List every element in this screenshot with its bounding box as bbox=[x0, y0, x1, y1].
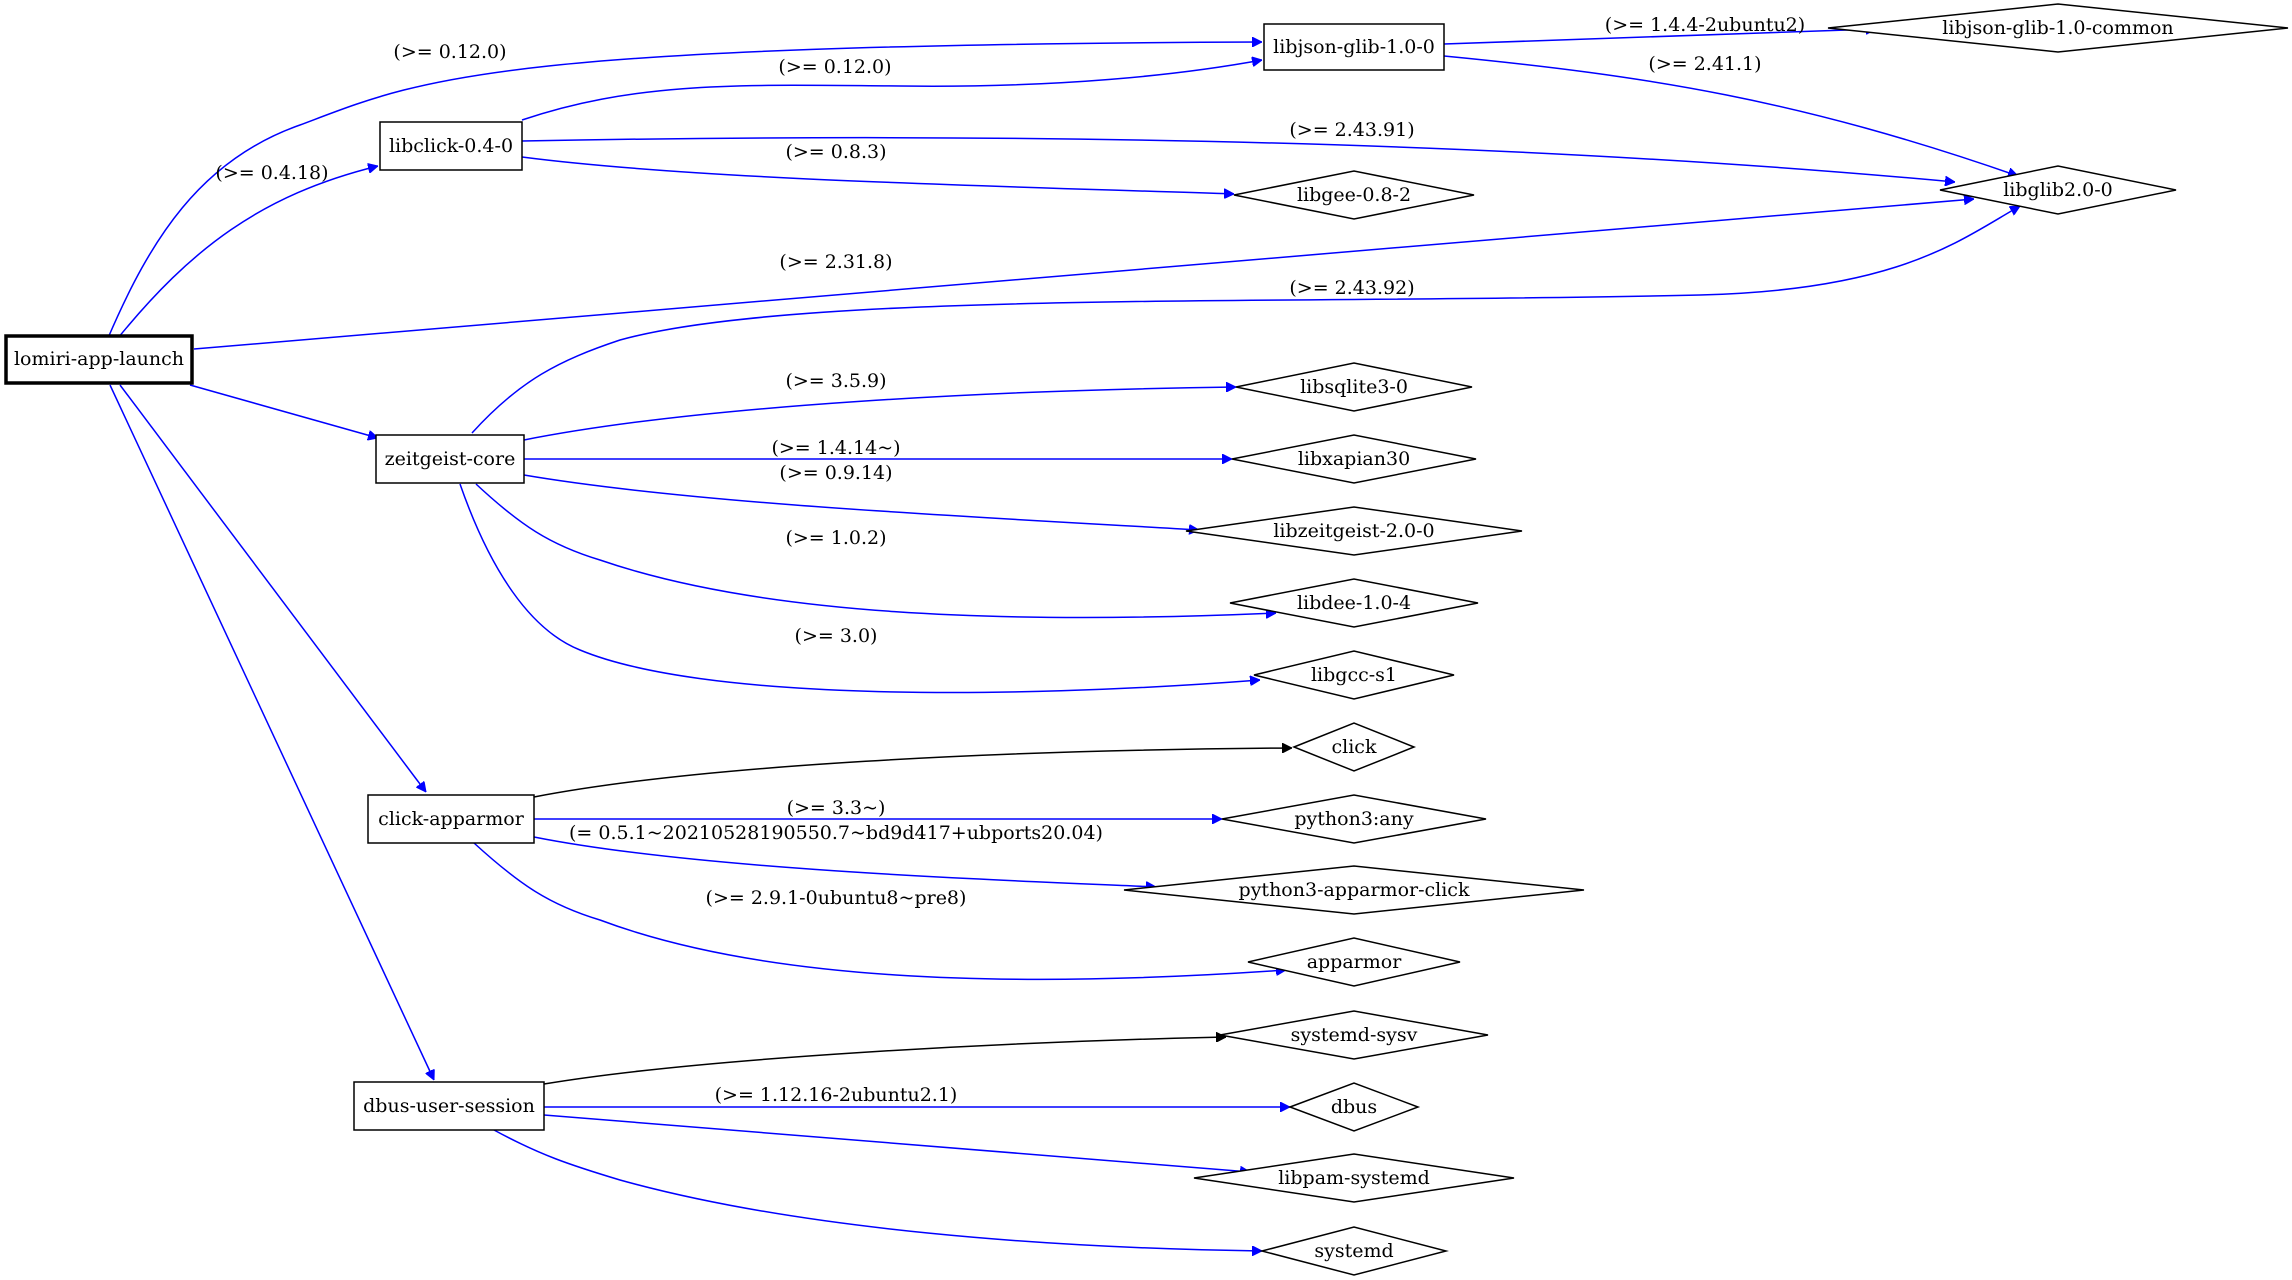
edge-label: (>= 0.12.0) bbox=[778, 56, 891, 78]
edge-label: (>= 2.41.1) bbox=[1648, 53, 1761, 75]
node-lomiri-app-launch[interactable]: lomiri-app-launch bbox=[4, 334, 194, 385]
edge-zeit-xapian: (>= 1.4.14~) bbox=[524, 437, 1232, 459]
node-click[interactable]: click bbox=[1291, 722, 1417, 772]
node-libsqlite3-0[interactable]: libsqlite3-0 bbox=[1235, 362, 1473, 412]
edge-label: (>= 0.4.18) bbox=[215, 162, 328, 184]
edge-label: (>= 1.0.2) bbox=[785, 527, 886, 549]
edge-root-zeitgeist bbox=[189, 384, 378, 438]
node-label: lomiri-app-launch bbox=[14, 348, 184, 370]
edge-zeit-dee: (>= 1.0.2) bbox=[475, 483, 1276, 618]
node-libglib2-0-0[interactable]: libglib2.0-0 bbox=[1939, 165, 2177, 215]
node-libpam-systemd[interactable]: libpam-systemd bbox=[1193, 1153, 1515, 1203]
node-label: systemd bbox=[1314, 1240, 1393, 1262]
node-python3-any[interactable]: python3:any bbox=[1221, 794, 1487, 844]
edge-root-jsonglib: (>= 0.12.0) bbox=[107, 41, 1262, 339]
edge-label: (>= 3.5.9) bbox=[785, 370, 886, 392]
node-label: click bbox=[1332, 736, 1377, 758]
node-label: dbus bbox=[1331, 1096, 1377, 1118]
edge-jsonglib-glib: (>= 2.41.1) bbox=[1443, 53, 2018, 176]
edge-label: (>= 2.43.91) bbox=[1289, 119, 1414, 141]
edge-label: (= 0.5.1~20210528190550.7~bd9d417+ubport… bbox=[569, 822, 1103, 844]
node-label: python3:any bbox=[1294, 808, 1413, 830]
node-python3-apparmor-click[interactable]: python3-apparmor-click bbox=[1123, 865, 1585, 915]
node-label: dbus-user-session bbox=[363, 1095, 535, 1117]
node-label: libgcc-s1 bbox=[1311, 664, 1397, 686]
edge-libclick-glib: (>= 2.43.91) bbox=[521, 119, 1955, 182]
node-label: libsqlite3-0 bbox=[1300, 376, 1408, 398]
edge-ca-apparmor: (>= 2.9.1-0ubuntu8~pre8) bbox=[473, 842, 1286, 981]
node-label: libdee-1.0-4 bbox=[1297, 592, 1411, 614]
edge-label: (>= 0.9.14) bbox=[779, 462, 892, 484]
edge-root-dbususer bbox=[109, 384, 434, 1080]
edge-label: (>= 2.43.92) bbox=[1289, 277, 1414, 299]
edge-label: (>= 0.12.0) bbox=[393, 41, 506, 63]
node-label: libclick-0.4-0 bbox=[389, 135, 513, 157]
node-dbus-user-session[interactable]: dbus-user-session bbox=[353, 1081, 545, 1131]
edge-libclick-gee: (>= 0.8.3) bbox=[521, 141, 1234, 194]
node-libxapian30[interactable]: libxapian30 bbox=[1231, 434, 1477, 484]
edge-ca-py3: (>= 3.3~) bbox=[534, 797, 1222, 819]
node-libclick-0-4-0[interactable]: libclick-0.4-0 bbox=[379, 121, 523, 171]
edge-dbu-dbus: (>= 1.12.16-2ubuntu2.1) bbox=[544, 1084, 1290, 1107]
edge-root-glib: (>= 2.31.8) bbox=[193, 199, 1974, 350]
node-label: libpam-systemd bbox=[1278, 1167, 1430, 1189]
edge-zeit-glib: (>= 2.43.92) bbox=[471, 205, 2020, 434]
edge-root-libclick: (>= 0.4.18) bbox=[117, 162, 378, 339]
node-libgcc-s1[interactable]: libgcc-s1 bbox=[1253, 650, 1455, 700]
node-dbus[interactable]: dbus bbox=[1287, 1082, 1421, 1132]
edge-label: (>= 0.8.3) bbox=[785, 141, 886, 163]
edge-ca-click bbox=[533, 748, 1292, 798]
edge-label: (>= 1.4.4-2ubuntu2) bbox=[1605, 14, 1805, 36]
node-apparmor[interactable]: apparmor bbox=[1247, 937, 1461, 987]
edge-label: (>= 2.31.8) bbox=[779, 251, 892, 273]
edge-zeit-gcc: (>= 3.0) bbox=[459, 483, 1260, 694]
node-label: libgee-0.8-2 bbox=[1297, 184, 1411, 206]
edge-zeit-libzeit: (>= 0.9.14) bbox=[523, 462, 1199, 530]
node-label: apparmor bbox=[1307, 951, 1403, 973]
edge-ca-pyapp: (= 0.5.1~20210528190550.7~bd9d417+ubport… bbox=[533, 822, 1156, 887]
edge-label: (>= 3.3~) bbox=[787, 797, 886, 819]
node-label: click-apparmor bbox=[378, 808, 525, 830]
node-label: libzeitgeist-2.0-0 bbox=[1273, 520, 1434, 542]
edge-label: (>= 3.0) bbox=[795, 625, 878, 647]
node-label: zeitgeist-core bbox=[385, 448, 516, 470]
node-label: libxapian30 bbox=[1298, 448, 1410, 470]
node-libzeitgeist-2-0-0[interactable]: libzeitgeist-2.0-0 bbox=[1185, 506, 1523, 556]
node-label: libjson-glib-1.0-0 bbox=[1273, 36, 1435, 58]
edge-label: (>= 2.9.1-0ubuntu8~pre8) bbox=[706, 887, 967, 909]
node-libjson-glib-1-0-common[interactable]: libjson-glib-1.0-common bbox=[1827, 3, 2289, 53]
edge-dbu-systemd bbox=[493, 1129, 1262, 1251]
node-label: libglib2.0-0 bbox=[2003, 179, 2113, 201]
edge-dbu-pam bbox=[543, 1114, 1250, 1172]
node-zeitgeist-core[interactable]: zeitgeist-core bbox=[375, 434, 525, 484]
edge-root-clickapp bbox=[119, 384, 426, 792]
node-libdee-1-0-4[interactable]: libdee-1.0-4 bbox=[1229, 578, 1479, 628]
node-libgee-0-8-2[interactable]: libgee-0.8-2 bbox=[1233, 170, 1475, 220]
node-label: libjson-glib-1.0-common bbox=[1942, 17, 2173, 39]
node-systemd-sysv[interactable]: systemd-sysv bbox=[1219, 1010, 1489, 1060]
edge-jsonglib-common: (>= 1.4.4-2ubuntu2) bbox=[1443, 14, 1876, 45]
node-click-apparmor[interactable]: click-apparmor bbox=[367, 794, 535, 844]
node-label: python3-apparmor-click bbox=[1239, 879, 1470, 901]
edge-dbu-sysv bbox=[543, 1037, 1226, 1085]
node-label: systemd-sysv bbox=[1291, 1024, 1418, 1046]
node-systemd[interactable]: systemd bbox=[1259, 1226, 1449, 1276]
nodes: lomiri-app-launch libclick-0.4-0 libjson… bbox=[4, 3, 2289, 1276]
edge-zeit-sqlite: (>= 3.5.9) bbox=[523, 370, 1236, 441]
edge-libclick-jsonglib: (>= 0.12.0) bbox=[521, 56, 1262, 121]
edge-label: (>= 1.4.14~) bbox=[771, 437, 900, 459]
node-libjson-glib-1-0-0[interactable]: libjson-glib-1.0-0 bbox=[1263, 23, 1445, 71]
edge-label: (>= 1.12.16-2ubuntu2.1) bbox=[715, 1084, 958, 1106]
edges: (>= 0.12.0) (>= 0.4.18) (>= 2.31.8) (>= … bbox=[107, 14, 2020, 1251]
